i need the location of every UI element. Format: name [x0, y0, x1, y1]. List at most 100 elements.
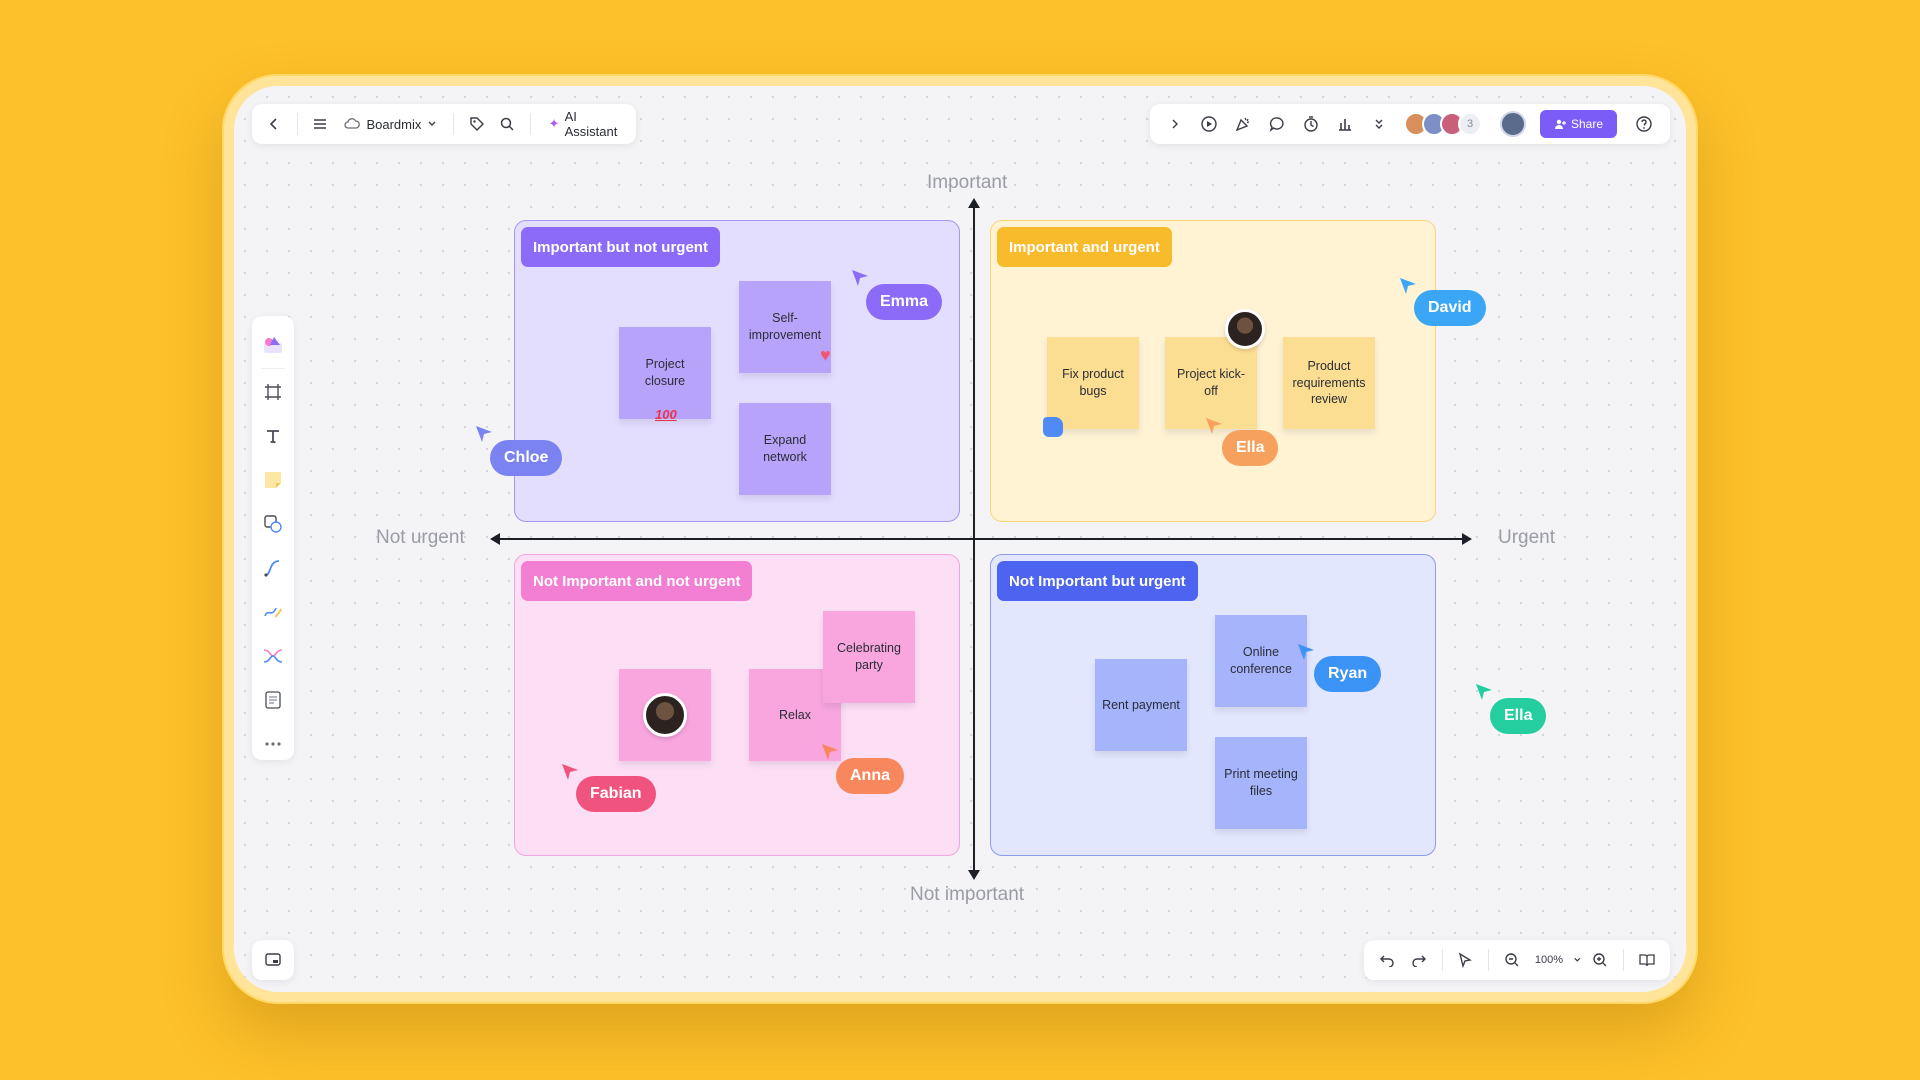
divider [453, 113, 455, 135]
left-tool-palette [252, 316, 294, 760]
collaborator-avatars[interactable]: 3 [1404, 112, 1482, 136]
pen-icon[interactable] [259, 597, 287, 627]
more-tools-icon[interactable] [259, 729, 287, 759]
quadrant-important-not-urgent[interactable]: Important but not urgent Project closure… [514, 220, 960, 522]
ai-assistant-button[interactable]: ✦ AI Assistant [541, 109, 626, 139]
cursor-arrow-icon [562, 764, 578, 780]
heart-icon[interactable]: ♥ [820, 345, 831, 365]
sticky-note[interactable]: Celebrating party [823, 611, 915, 703]
divider [261, 368, 285, 369]
collaborator-count: 3 [1458, 112, 1482, 136]
select-cursor-icon[interactable] [1452, 945, 1478, 975]
axis-label-urgent: Urgent [1498, 527, 1556, 548]
frame-icon[interactable] [259, 377, 287, 407]
text-icon[interactable] [259, 421, 287, 451]
quadrant-title[interactable]: Not Important and not urgent [521, 561, 753, 601]
thumbs-up-icon[interactable] [1043, 417, 1063, 437]
celebrate-icon[interactable] [1228, 109, 1258, 139]
search-icon[interactable] [495, 109, 520, 139]
quadrant-title[interactable]: Important but not urgent [521, 227, 720, 267]
connector-icon[interactable] [259, 553, 287, 583]
cursor-arrow-icon [822, 744, 838, 760]
cursor-arrow-icon [1476, 684, 1492, 700]
quadrant-not-important-not-urgent[interactable]: Not Important and not urgent Relax Celeb… [514, 554, 960, 856]
quadrant-not-important-urgent[interactable]: Not Important but urgent Rent payment On… [990, 554, 1436, 856]
sticky-note[interactable] [619, 669, 711, 761]
undo-icon[interactable] [1374, 945, 1400, 975]
sticky-note[interactable]: Product requirements review [1283, 337, 1375, 429]
divider [1441, 949, 1443, 971]
board-name-dropdown[interactable]: Boardmix [338, 117, 443, 132]
cursor-label-fabian: Fabian [576, 776, 656, 812]
vertical-axis [973, 200, 975, 870]
cursor-label-ella: Ella [1490, 698, 1547, 734]
board-name: Boardmix [366, 116, 422, 132]
cursor-label-ella: Ella [1222, 430, 1279, 466]
user-photo-sticker[interactable] [1225, 309, 1265, 349]
axis-label-important: Important [927, 172, 1008, 193]
book-icon[interactable] [1634, 945, 1660, 975]
back-icon[interactable] [262, 109, 287, 139]
help-icon[interactable] [1629, 109, 1659, 139]
horizontal-axis [498, 538, 1464, 540]
sticky-note[interactable]: Project closure [619, 327, 711, 419]
vote-icon[interactable] [1330, 109, 1360, 139]
sticky-note[interactable]: Fix product bugs [1047, 337, 1139, 429]
cursor-arrow-icon [1298, 644, 1314, 660]
top-left-toolbar: Boardmix ✦ AI Assistant [252, 104, 636, 144]
axis-label-not-important: Not important [910, 884, 1025, 905]
hundred-points-icon[interactable]: 100 [655, 407, 677, 422]
cursor-arrow-icon [1400, 278, 1416, 294]
user-photo-sticker [643, 693, 687, 737]
cursor-label-chloe: Chloe [490, 440, 563, 476]
zoom-in-icon[interactable] [1588, 945, 1614, 975]
quadrant-important-urgent[interactable]: Important and urgent Fix product bugs Pr… [990, 220, 1436, 522]
divider [296, 113, 298, 135]
mind-map-icon[interactable] [259, 641, 287, 671]
sticky-note[interactable]: Expand network [739, 403, 831, 495]
divider [1488, 949, 1490, 971]
timer-icon[interactable] [1296, 109, 1326, 139]
templates-icon[interactable] [259, 330, 287, 360]
divider [529, 113, 531, 135]
whiteboard-canvas[interactable]: Boardmix ✦ AI Assistant [234, 86, 1686, 992]
current-user-avatar[interactable] [1500, 111, 1526, 137]
share-label: Share [1571, 117, 1604, 131]
cursor-arrow-icon [476, 426, 492, 442]
sticky-note[interactable]: Online conference [1215, 615, 1307, 707]
zoom-out-icon[interactable] [1499, 945, 1525, 975]
divider [1623, 949, 1625, 971]
cursor-label-anna: Anna [836, 758, 904, 794]
cursor-label-emma: Emma [866, 284, 943, 320]
zoom-level[interactable]: 100% [1534, 954, 1563, 966]
cursor-label-david: David [1414, 290, 1486, 326]
minimap-icon[interactable] [258, 945, 288, 975]
sticky-note[interactable]: Self-improvement [739, 281, 831, 373]
chevron-down-icon[interactable] [1573, 956, 1582, 964]
share-button[interactable]: Share [1540, 110, 1618, 138]
cursor-arrow-icon [1206, 418, 1222, 434]
sticky-note-icon[interactable] [259, 465, 287, 495]
axis-arrow-down [968, 870, 980, 880]
ai-assistant-label: AI Assistant [564, 109, 618, 139]
sticky-note[interactable]: Rent payment [1095, 659, 1187, 751]
redo-icon[interactable] [1406, 945, 1432, 975]
sticky-note[interactable]: Print meeting files [1215, 737, 1307, 829]
bottom-right-toolbar: 100% [1364, 940, 1670, 980]
shapes-icon[interactable] [259, 509, 287, 539]
chevron-down-icon [428, 121, 436, 126]
quadrant-title[interactable]: Not Important but urgent [997, 561, 1198, 601]
tag-icon[interactable] [464, 109, 489, 139]
cloud-icon [344, 118, 361, 129]
top-right-toolbar: 3 Share [1150, 104, 1670, 144]
quadrant-title[interactable]: Important and urgent [997, 227, 1172, 267]
expand-icon[interactable] [1160, 109, 1190, 139]
more-chevron-icon[interactable] [1364, 109, 1394, 139]
present-icon[interactable] [1194, 109, 1224, 139]
menu-icon[interactable] [308, 109, 333, 139]
table-icon[interactable] [259, 685, 287, 715]
axis-arrow-right [1462, 533, 1472, 545]
ai-logo-icon: ✦ [548, 116, 560, 131]
comment-icon[interactable] [1262, 109, 1292, 139]
sticky-note[interactable]: Project kick-off [1165, 337, 1257, 429]
